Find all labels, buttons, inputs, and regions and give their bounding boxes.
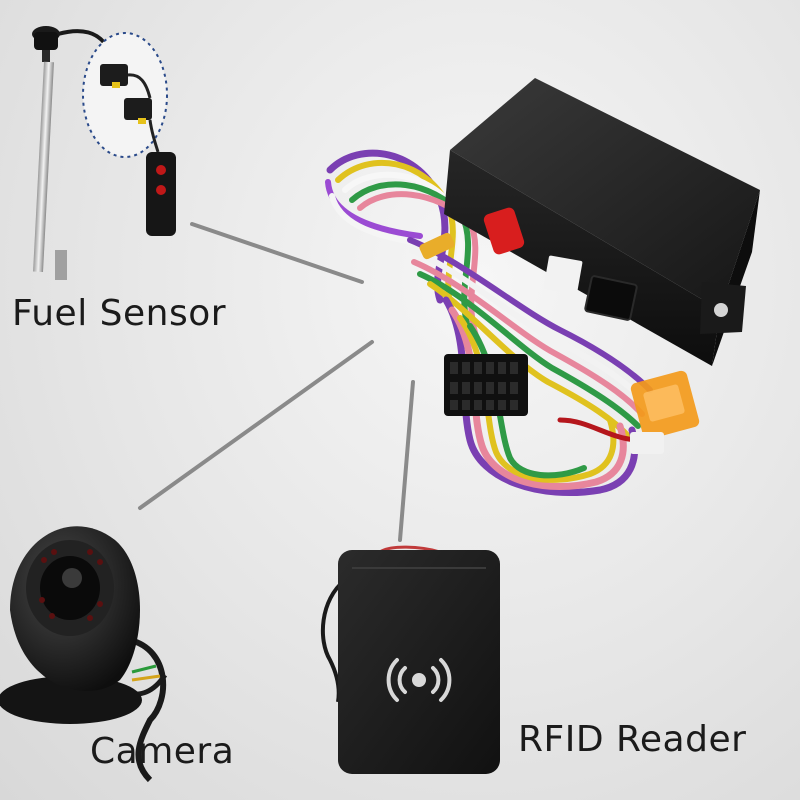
wire-harness-image xyxy=(325,149,700,497)
leader-line-camera xyxy=(138,340,374,510)
rfid-reader-image xyxy=(320,545,500,774)
tracker-box-image xyxy=(444,78,760,366)
camera-label: Camera xyxy=(90,731,235,772)
fuel-sensor-image xyxy=(32,26,176,280)
leader-line-fuel-sensor xyxy=(190,222,364,284)
camera-image xyxy=(0,526,168,783)
contactless-wave-icon xyxy=(386,658,452,702)
leader-line-rfid-reader xyxy=(398,380,415,542)
leader-lines xyxy=(138,222,415,542)
rfid-reader-label: RFID Reader xyxy=(518,719,747,760)
fuel-sensor-label: Fuel Sensor xyxy=(12,293,227,334)
